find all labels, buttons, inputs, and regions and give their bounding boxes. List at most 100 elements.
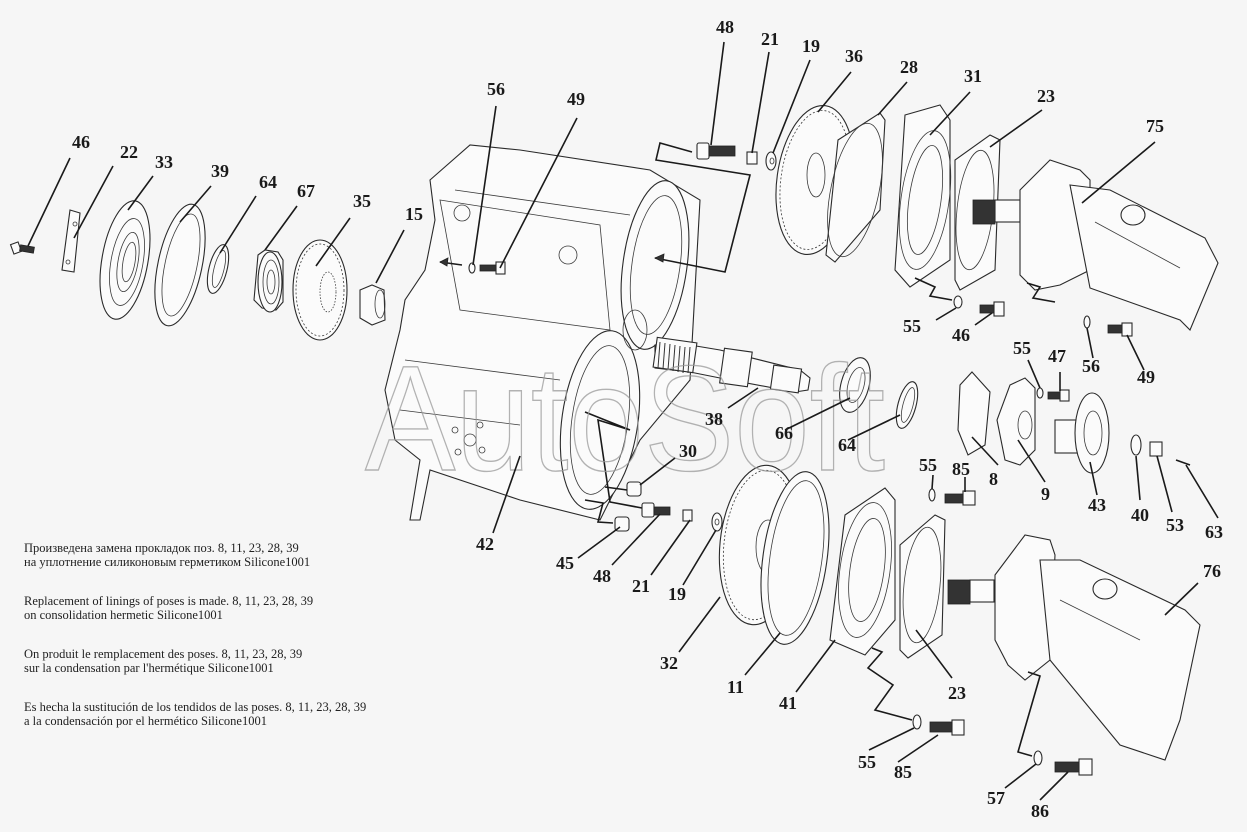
watermark: AutoSoft [365, 334, 885, 502]
part-bolt-86 [1054, 758, 1093, 776]
part-cover-33 [99, 200, 151, 320]
arrow-head [654, 253, 665, 263]
callout-19: 19 [668, 584, 686, 604]
part-washer-40 [1130, 434, 1142, 456]
callout-41: 41 [779, 693, 797, 713]
callout-63: 63 [1205, 522, 1223, 542]
callout-57: 57 [987, 788, 1005, 808]
callout-49: 49 [1137, 367, 1155, 387]
part-seal-64-right [895, 381, 919, 429]
part-washer-56-right [1083, 315, 1091, 329]
part-gear-35 [292, 239, 348, 341]
part-washer-55-upper-right [953, 295, 963, 309]
part-bolt-49-right [1107, 322, 1133, 337]
part-bolt-85-upper [944, 490, 976, 506]
callout-66: 66 [775, 423, 793, 443]
assembly-bracket-57 [1017, 671, 1041, 757]
part-flange-43 [1054, 392, 1110, 474]
callout-8: 8 [989, 469, 998, 489]
callout-43: 43 [1088, 495, 1106, 515]
note-line: на уплотнение силиконовым герметиком Sil… [24, 555, 311, 569]
callout-64: 64 [838, 435, 856, 455]
callout-56: 56 [487, 79, 505, 99]
callout-23: 23 [1037, 86, 1055, 106]
part-bolt-48-lower [641, 502, 671, 518]
callout-28: 28 [900, 57, 918, 77]
callout-33: 33 [155, 152, 173, 172]
callout-49: 49 [567, 89, 585, 109]
callout-9: 9 [1041, 484, 1050, 504]
part-cover-9 [996, 377, 1036, 466]
callout-55: 55 [858, 752, 876, 772]
part-screw-30 [626, 481, 642, 497]
leader-lines [27, 41, 1219, 801]
note-es: Es hecha la sustitución de los tendidos … [24, 700, 424, 728]
part-bolt-46 [9, 241, 35, 255]
callout-55: 55 [903, 316, 921, 336]
callout-46: 46 [72, 132, 90, 152]
assembly-arrow-55 [914, 277, 953, 301]
part-shaft-38 [652, 336, 811, 394]
note-line: Произведена замена прокладок поз. 8, 11,… [24, 541, 299, 555]
note-line: Replacement of linings of poses is made.… [24, 594, 314, 608]
part-nut-53 [1149, 441, 1163, 457]
part-nut-21-upper [746, 151, 758, 165]
callout-75: 75 [1146, 116, 1164, 136]
assembly-bracket-55-lower [866, 647, 913, 721]
part-hydraulic-motor-76 [947, 534, 1201, 761]
callout-38: 38 [705, 409, 723, 429]
callout-55: 55 [1013, 338, 1031, 358]
part-washer-55-low-mid [928, 488, 936, 502]
callout-labels: 46 22 33 39 64 67 35 15 56 49 48 21 19 3… [72, 17, 1223, 821]
part-cover-31 [894, 104, 952, 288]
note-en: Replacement of linings of poses is made.… [24, 594, 424, 622]
callout-48: 48 [716, 17, 734, 37]
callout-30: 30 [679, 441, 697, 461]
callout-40: 40 [1131, 505, 1149, 525]
part-washer-56-upper [468, 262, 476, 274]
assembly-bracket-upper [654, 142, 751, 273]
callout-46: 46 [952, 325, 970, 345]
assembly-bracket-45 [584, 499, 614, 524]
part-seal-64-left [206, 244, 230, 294]
callout-15: 15 [405, 204, 423, 224]
callout-85: 85 [894, 762, 912, 782]
note-ru: Произведена замена прокладок поз. 8, 11,… [24, 541, 424, 569]
callout-21: 21 [761, 29, 779, 49]
callout-85: 85 [952, 459, 970, 479]
part-washer-57 [1033, 750, 1043, 766]
part-cotter-pin-63 [1175, 459, 1191, 466]
part-gasket-8 [957, 371, 991, 456]
note-line: sur la condensation par l'hermétique Sil… [24, 661, 274, 675]
notes-block: Произведена замена прокладок поз. 8, 11,… [24, 541, 424, 753]
part-bolt-85-lower [929, 719, 965, 736]
note-line: a la condensación por el hermético Silic… [24, 714, 267, 728]
callout-21: 21 [632, 576, 650, 596]
callout-39: 39 [211, 161, 229, 181]
callout-36: 36 [845, 46, 863, 66]
callout-11: 11 [727, 677, 744, 697]
arrow-head [439, 257, 449, 267]
part-cover-41 [829, 487, 896, 656]
part-bearing-67 [253, 249, 284, 313]
part-washer-19-upper [765, 151, 777, 171]
part-bolt-46-right [979, 301, 1005, 317]
callout-86: 86 [1031, 801, 1049, 821]
callout-22: 22 [120, 142, 138, 162]
part-washer-55-lower [912, 714, 922, 730]
part-hydraulic-motor-75 [972, 159, 1219, 331]
part-gasket-39 [154, 203, 206, 327]
note-fr: On produit le remplacement des poses. 8,… [24, 647, 424, 675]
callout-42: 42 [476, 534, 494, 554]
callout-31: 31 [964, 66, 982, 86]
part-washer-19-lower [711, 512, 723, 532]
part-lock-plate-22 [61, 209, 81, 273]
note-line: Es hecha la sustitución de los tendidos … [24, 700, 367, 714]
callout-48: 48 [593, 566, 611, 586]
callout-64: 64 [259, 172, 277, 192]
note-line: on consolidation hermetic Silicone1001 [24, 608, 223, 622]
callout-53: 53 [1166, 515, 1184, 535]
part-gasket-23-lower [899, 514, 946, 659]
part-bushing-15 [359, 284, 386, 326]
